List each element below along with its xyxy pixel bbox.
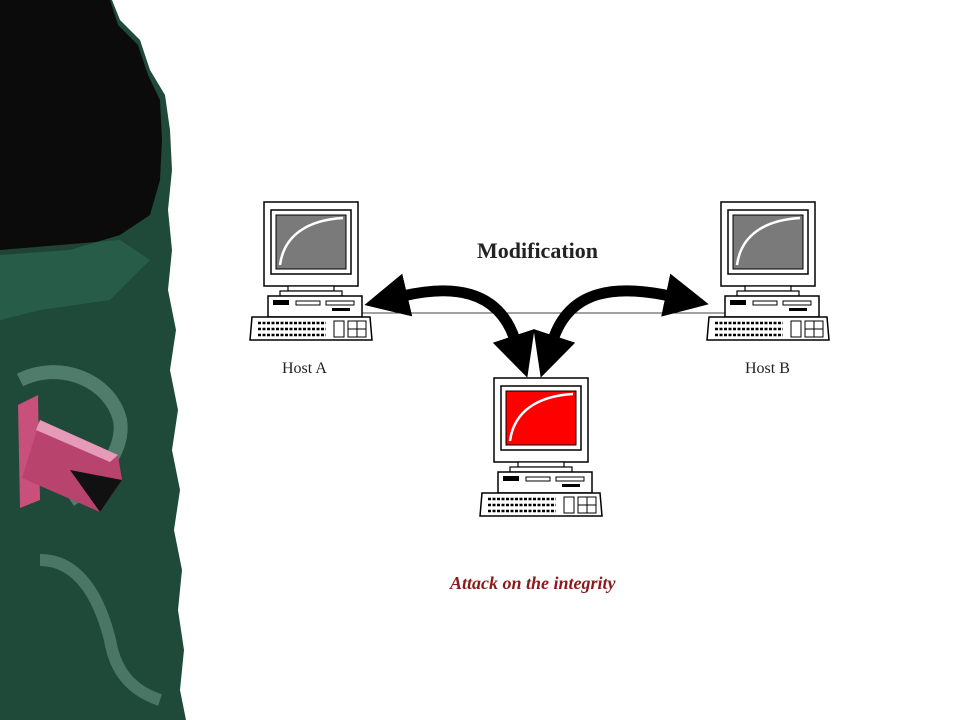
- host-a-label: Host A: [282, 360, 327, 377]
- chalkboard-decoration: [0, 0, 186, 720]
- curved-arrow-icon: [364, 273, 709, 378]
- attacker-computer-icon: [478, 376, 604, 518]
- host-b-label: Host B: [745, 360, 790, 377]
- host-a-computer-icon: [248, 200, 374, 342]
- host-b-computer-icon: [705, 200, 831, 342]
- diagram-title: Modification: [477, 238, 598, 263]
- attack-caption: Attack on the integrity: [450, 573, 616, 593]
